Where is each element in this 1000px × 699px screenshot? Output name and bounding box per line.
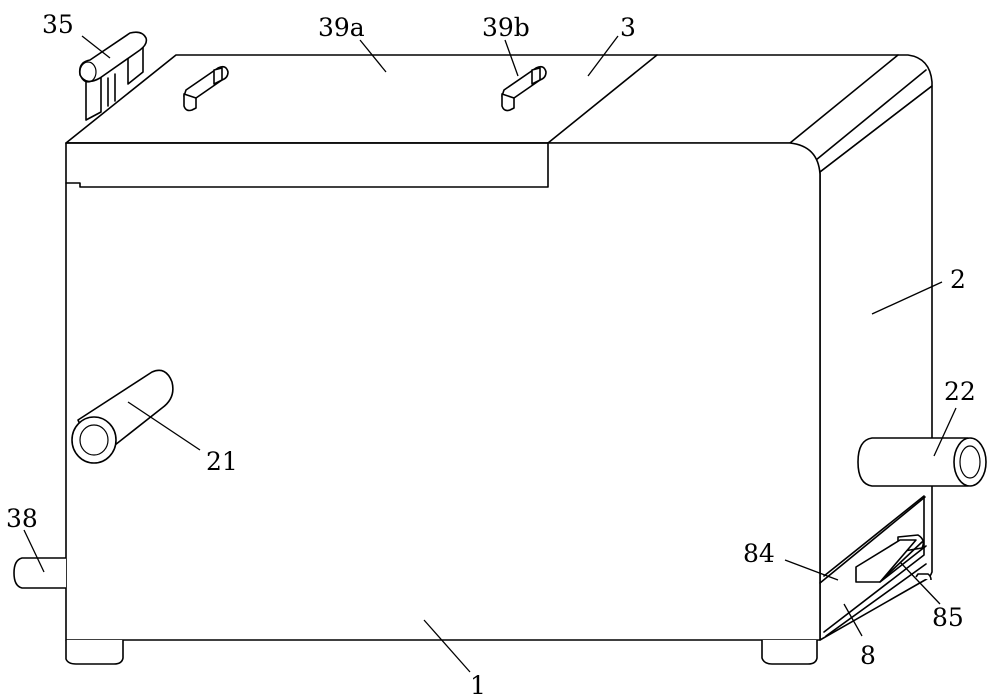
label-84: 84 — [743, 539, 775, 568]
leader-39a — [359, 39, 387, 73]
leader-2 — [871, 281, 943, 315]
leader-38 — [23, 529, 45, 573]
leader-39b — [504, 39, 519, 77]
leader-85 — [899, 561, 941, 605]
front-face — [65, 142, 821, 641]
labels: 35 39a 39b 3 2 22 21 38 84 85 8 1 — [6, 10, 976, 699]
label-38: 38 — [6, 504, 38, 533]
leader-8 — [843, 603, 863, 637]
label-1: 1 — [470, 671, 486, 699]
label-35: 35 — [42, 10, 74, 39]
handle-35 — [78, 31, 148, 121]
feet — [65, 573, 932, 665]
leader-84 — [784, 559, 839, 581]
pipe-21 — [71, 369, 174, 464]
pipe-22 — [857, 437, 987, 487]
label-22: 22 — [944, 377, 976, 406]
label-85: 85 — [932, 603, 964, 632]
drawer-8 — [819, 495, 927, 637]
label-3: 3 — [620, 13, 636, 42]
lid-handle-left — [183, 65, 229, 112]
leader-21 — [127, 401, 201, 451]
label-39b: 39b — [482, 13, 530, 42]
leader-lines — [23, 35, 957, 673]
leader-3 — [587, 35, 619, 77]
leader-35 — [81, 35, 111, 59]
label-39a: 39a — [318, 13, 365, 42]
label-2: 2 — [950, 265, 966, 294]
lid-handle-right — [501, 65, 547, 112]
leader-1 — [423, 619, 471, 673]
label-21: 21 — [206, 447, 238, 476]
pipe-38 — [13, 557, 66, 589]
leader-22 — [933, 407, 957, 457]
label-8: 8 — [860, 641, 876, 670]
